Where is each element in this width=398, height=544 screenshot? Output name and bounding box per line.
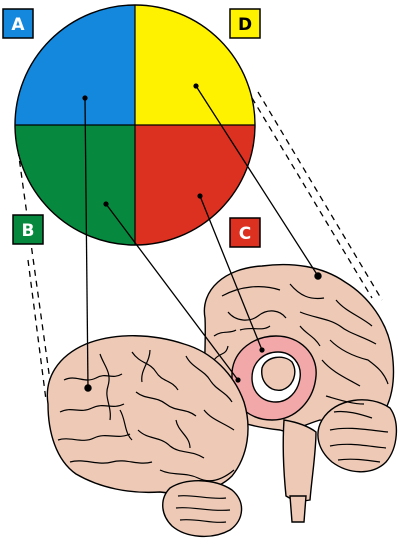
quadrant-circle [15, 5, 255, 245]
badge-c: C [230, 218, 260, 247]
connector-dot-c [197, 193, 202, 198]
badge-d-label: D [238, 15, 252, 35]
target-dot-c [259, 347, 264, 352]
connector-dot-d [193, 83, 198, 88]
badge-b: B [13, 215, 43, 244]
cerebellum [318, 400, 396, 472]
thalamus [262, 357, 295, 390]
brainstem [283, 420, 316, 501]
badge-c-label: C [239, 224, 251, 244]
badge-d: D [230, 9, 260, 38]
spinal-cord [290, 496, 306, 522]
badge-b-label: B [22, 221, 35, 241]
target-dot-b [235, 377, 240, 382]
badge-a: A [3, 9, 33, 38]
connector-dot-a [82, 95, 87, 100]
connector-dot-b [103, 201, 108, 206]
badge-a-label: A [11, 15, 25, 35]
brain-lateral-view [47, 336, 248, 537]
